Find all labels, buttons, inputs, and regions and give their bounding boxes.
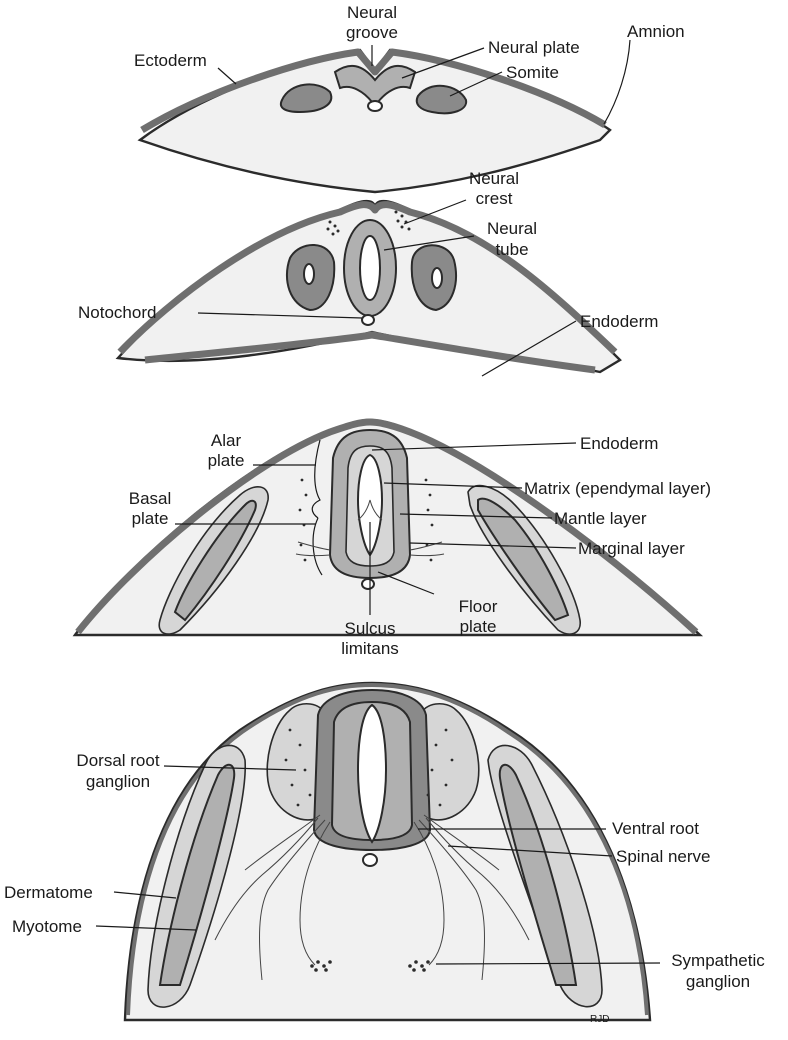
leader-ectoderm [217,67,237,85]
ectoderm-layer-3 [75,418,699,635]
label-basal-2: plate [132,509,169,528]
myotome-left-3 [173,499,257,622]
panel-neural-tube-stage [115,199,622,374]
labels: Neural groove Ectoderm Neural plate Somi… [4,3,765,991]
label-sulcus-2: limitans [341,639,399,658]
basal-bracket [312,517,323,576]
endoderm-layer-2 [144,331,596,374]
notochord-1 [367,100,383,112]
label-dermatome: Dermatome [4,883,93,902]
notochord-3 [361,578,375,590]
leader-endoderm-3 [371,442,577,451]
leader-dermatome [113,891,177,899]
ectoderm-layer-2 [117,201,618,355]
motor-fibers-left-3 [295,541,331,557]
label-floor-plate-2: plate [460,617,497,636]
label-neural-crest-2: crest [476,189,513,208]
label-neural-tube-1: Neural [487,219,537,238]
spinal-nerve-right [413,814,530,981]
myotome-right-3 [477,497,570,622]
leader-floor-plate [377,571,435,595]
drg-cells [284,728,454,807]
label-neural-groove-1: Neural [347,3,397,22]
label-marginal: Marginal layer [578,539,685,558]
label-ectoderm: Ectoderm [134,51,207,70]
label-endoderm-3: Endoderm [580,434,658,453]
label-amnion: Amnion [627,22,685,41]
leader-sympathetic [435,962,661,965]
artist-signature: RJD [590,1014,609,1025]
leader-matrix [383,482,523,489]
notochord-4 [362,853,378,867]
leader-marginal [409,542,577,549]
label-somite: Somite [506,63,559,82]
label-floor-plate-1: Floor [459,597,498,616]
panel-layer-stage [72,418,704,637]
spinal-nerve-left [214,814,331,981]
label-mantle: Mantle layer [554,509,647,528]
label-neural-tube-2: tube [495,240,528,259]
label-alar-2: plate [208,451,245,470]
somite-right [415,84,468,115]
ectoderm-layer-1 [140,48,607,133]
label-sympathetic-2: ganglion [686,972,750,991]
leader-mantle [399,513,553,519]
neural-tube-lumen [359,235,381,301]
somite-right-2-cavity [431,267,443,289]
leader-notochord [197,312,363,319]
label-basal-1: Basal [129,489,172,508]
myotome-right [498,763,578,986]
ectoderm-layer-4 [126,683,649,1016]
panel-neural-plate-stage [137,48,612,194]
motor-fibers-right-3 [409,541,445,557]
label-drg-1: Dorsal root [76,751,159,770]
myotome-left [158,763,236,986]
label-notochord: Notochord [78,303,156,322]
somite-left-2-cavity [303,263,315,285]
alar-bracket [311,439,321,519]
label-ventral-root: Ventral root [612,819,699,838]
leader-amnion [603,39,631,125]
label-sulcus-1: Sulcus [344,619,395,638]
leader-spinal-nerve [447,845,613,857]
label-sympathetic-1: Sympathetic [671,951,765,970]
leader-neural-crest [403,199,467,225]
somite-left [280,83,333,114]
label-alar-1: Alar [211,431,242,450]
label-spinal-nerve: Spinal nerve [616,847,711,866]
leader-neural-tube [383,235,475,251]
label-neural-plate: Neural plate [488,38,580,57]
sympathetic-ganglia [310,960,430,972]
leader-drg [163,765,297,771]
label-neural-groove-2: groove [346,23,398,42]
central-canal-4 [356,703,388,844]
panel-ganglion-stage: RJD [123,681,652,1025]
label-neural-crest-1: Neural [469,169,519,188]
label-matrix: Matrix (ependymal layer) [524,479,711,498]
label-myotome: Myotome [12,917,82,936]
sulcus-line-3 [357,499,383,521]
notochord-2 [361,314,375,326]
leader-lines [95,39,661,965]
label-drg-2: ganglion [86,772,150,791]
label-endoderm-2: Endoderm [580,312,658,331]
leader-neural-plate [401,47,485,79]
neural-plate-shape [333,64,417,103]
leader-myotome [95,925,197,931]
leader-endoderm-2 [481,320,577,377]
leader-somite [449,71,503,97]
